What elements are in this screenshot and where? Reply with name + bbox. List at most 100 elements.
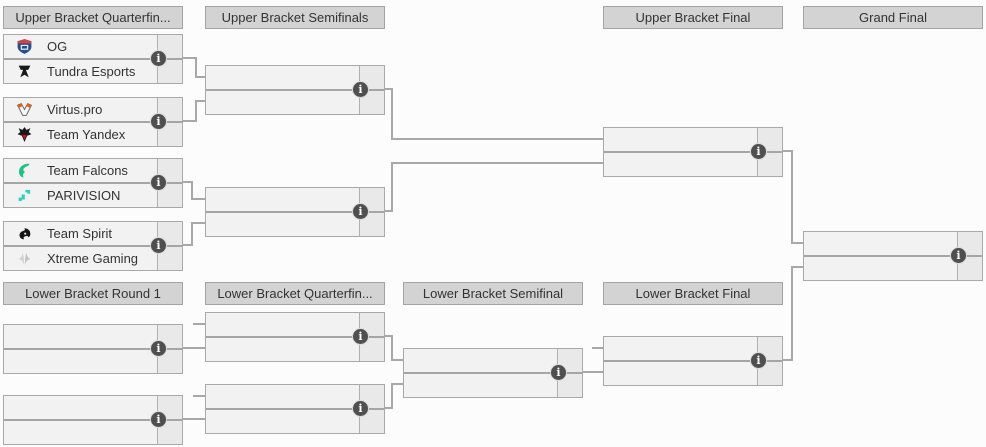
team-name[interactable]: Xtreme Gaming	[47, 251, 139, 266]
info-icon[interactable]: i	[352, 328, 369, 345]
team-row[interactable]	[206, 313, 360, 336]
team-row[interactable]	[404, 374, 558, 397]
info-icon[interactable]: i	[750, 352, 767, 369]
connector-ubqf2-ubsf1	[183, 100, 205, 122]
tundra-esports-logo-icon	[15, 63, 33, 80]
match-divider	[4, 348, 182, 350]
connector-ubqf3-ubsf2	[183, 181, 205, 200]
team-row[interactable]	[206, 66, 360, 89]
team-name[interactable]: OG	[47, 39, 68, 54]
team-row[interactable]: Tundra Esports	[4, 60, 158, 83]
match-divider	[4, 121, 182, 123]
info-icon[interactable]: i	[150, 174, 167, 191]
match-lb-final: i	[603, 336, 783, 386]
virtus-pro-logo-icon	[15, 101, 33, 118]
team-row[interactable]: Team Falcons	[4, 159, 158, 182]
team-row[interactable]	[4, 396, 158, 419]
round-header-upper-bracket-semifinals: Upper Bracket Semifinals	[205, 6, 385, 29]
match-divider	[604, 360, 782, 362]
connector-ubsf2-ubfinal	[385, 162, 603, 212]
team-row[interactable]: Xtreme Gaming	[4, 247, 158, 270]
match-grand-final: i	[803, 231, 983, 281]
team-spirit-logo-icon	[15, 225, 33, 242]
team-row[interactable]: Virtus.pro	[4, 98, 158, 121]
round-header-lower-bracket-round1: Lower Bracket Round 1	[3, 282, 183, 305]
match-divider	[4, 58, 182, 60]
match-divider	[404, 372, 582, 374]
info-icon[interactable]: i	[150, 237, 167, 254]
match-ub-qf3: Team Falcons PARIVISION i	[3, 158, 183, 208]
team-row[interactable]	[804, 232, 958, 255]
info-icon[interactable]: i	[150, 340, 167, 357]
team-row[interactable]: OG	[4, 35, 158, 58]
match-lb-qf1: i	[205, 312, 385, 362]
match-divider	[4, 419, 182, 421]
team-row[interactable]	[206, 91, 360, 114]
connector-ubfinal-grandfinal	[783, 150, 803, 244]
match-lb-semifinal: i	[403, 348, 583, 398]
xtreme-gaming-logo-icon	[15, 250, 33, 267]
team-row[interactable]: Team Spirit	[4, 222, 158, 245]
info-icon[interactable]: i	[550, 364, 567, 381]
match-ub-qf4: Team Spirit Xtreme Gaming i	[3, 221, 183, 271]
round-header-upper-bracket-quarterfinals: Upper Bracket Quarterfin...	[3, 6, 183, 29]
match-ub-sf2: i	[205, 187, 385, 237]
info-icon[interactable]: i	[352, 400, 369, 417]
match-divider	[206, 89, 384, 91]
team-row[interactable]	[4, 325, 158, 348]
team-name[interactable]: Virtus.pro	[47, 102, 103, 117]
team-row[interactable]	[804, 257, 958, 280]
team-name[interactable]: Team Spirit	[47, 226, 113, 241]
team-row[interactable]	[604, 128, 758, 151]
match-divider	[206, 336, 384, 338]
match-lb-r1-m2: i	[3, 395, 183, 445]
match-ub-qf2: Virtus.pro Team Yandex i	[3, 97, 183, 147]
team-row[interactable]	[4, 350, 158, 373]
team-row[interactable]	[206, 213, 360, 236]
team-row[interactable]	[604, 153, 758, 176]
match-divider	[206, 408, 384, 410]
match-lb-qf2: i	[205, 384, 385, 434]
match-ub-sf1: i	[205, 65, 385, 115]
connector-ubqf1-ubsf1	[183, 57, 205, 78]
team-name[interactable]: Team Falcons	[47, 163, 128, 178]
team-row[interactable]	[4, 421, 158, 444]
team-row[interactable]	[206, 338, 360, 361]
team-name[interactable]: PARIVISION	[47, 188, 121, 203]
info-icon[interactable]: i	[352, 81, 369, 98]
parivision-logo-icon	[15, 187, 33, 204]
match-ub-final: i	[603, 127, 783, 177]
match-ub-qf1: OG Tundra Esports i	[3, 34, 183, 84]
team-row[interactable]	[404, 349, 558, 372]
round-header-lower-bracket-final: Lower Bracket Final	[603, 282, 783, 305]
og-logo-icon	[15, 38, 33, 55]
team-row[interactable]: Team Yandex	[4, 123, 158, 146]
info-icon[interactable]: i	[750, 143, 767, 160]
match-divider	[206, 211, 384, 213]
team-yandex-logo-icon	[15, 126, 33, 143]
team-row[interactable]	[604, 337, 758, 360]
connector-lbqf2-lbsf	[385, 383, 403, 409]
round-header-lower-bracket-semifinal: Lower Bracket Semifinal	[403, 282, 583, 305]
info-icon[interactable]: i	[352, 203, 369, 220]
match-lb-r1-m1: i	[3, 324, 183, 374]
info-icon[interactable]: i	[150, 411, 167, 428]
match-divider	[804, 255, 982, 257]
team-row[interactable]	[206, 410, 360, 433]
team-row[interactable]	[604, 362, 758, 385]
team-row[interactable]	[206, 188, 360, 211]
connector-lbfinal-grandfinal	[783, 266, 803, 361]
match-divider	[4, 245, 182, 247]
team-row[interactable]: PARIVISION	[4, 184, 158, 207]
team-name[interactable]: Team Yandex	[47, 127, 126, 142]
match-divider	[604, 151, 782, 153]
team-name[interactable]: Tundra Esports	[47, 64, 136, 79]
connector-lbqf1-lbsf	[385, 335, 403, 361]
info-icon[interactable]: i	[150, 113, 167, 130]
team-row[interactable]	[206, 385, 360, 408]
info-icon[interactable]: i	[150, 50, 167, 67]
info-icon[interactable]: i	[950, 247, 967, 264]
connector-ubsf1-ubfinal	[385, 88, 603, 140]
